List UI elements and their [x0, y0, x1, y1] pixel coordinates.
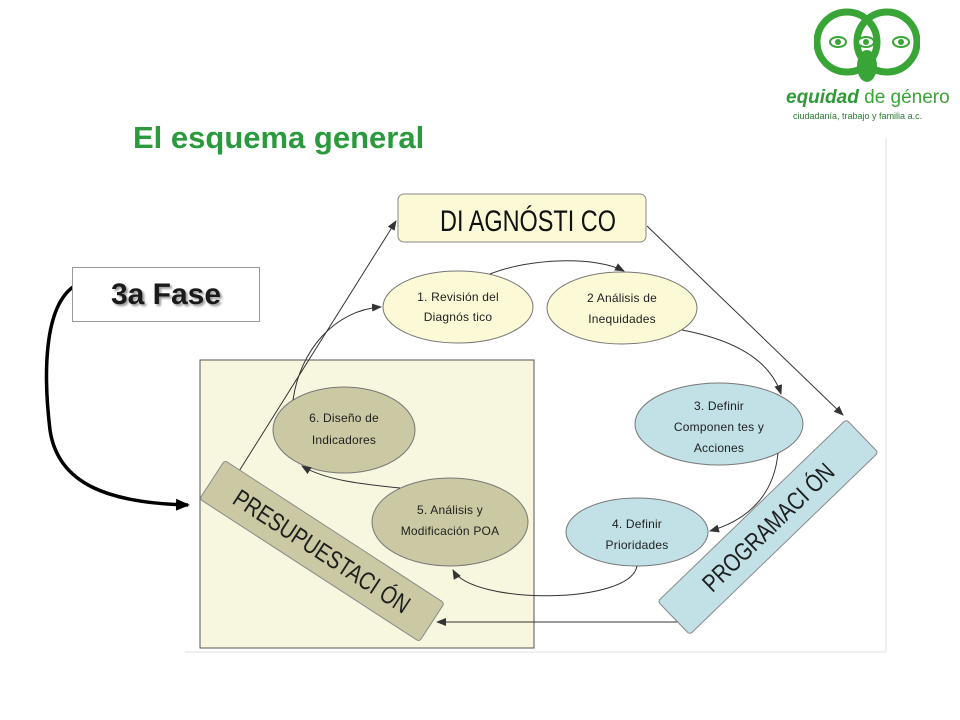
- step-1-revision: 1. Revisión del Diagnós tico: [382, 270, 534, 344]
- arrow-step4-to-step5: [452, 565, 638, 597]
- eye-icon: [892, 36, 910, 48]
- step-2-analysis: 2 Análisis de Inequidades: [546, 271, 698, 345]
- step-5-poa: 5. Análisis y Modificación POA: [371, 477, 529, 567]
- step-3-line-2: Componen tes y: [674, 420, 764, 434]
- step-2-line-1: 2 Análisis de: [587, 291, 657, 305]
- diagnosis-label: DI AGNÓSTI CO: [440, 205, 616, 238]
- arrow-step6-to-step1: [292, 303, 382, 401]
- phase-label-box: 3a Fase: [72, 267, 260, 322]
- phase-label: 3a Fase: [110, 277, 222, 311]
- step-3-components: 3. Definir Componen tes y Acciones: [634, 382, 804, 466]
- step-4-priorities: 4. Definir Prioridades: [565, 497, 709, 567]
- programming-band-label: PROGRAMACI ÓN: [696, 457, 840, 597]
- logo-tagline: ciudadanía, trabajo y familia a.c.: [793, 111, 923, 121]
- step-5-line-2: Modificación POA: [401, 524, 500, 538]
- step-3-line-3: Acciones: [694, 441, 744, 455]
- step-6-line-1: 6. Diseño de: [309, 411, 379, 425]
- eye-icon: [829, 36, 847, 48]
- step-5-line-1: 5. Análisis y: [417, 503, 483, 517]
- arrow-step2-to-step3: [681, 329, 783, 395]
- step-3-line-1: 3. Definir: [694, 399, 744, 413]
- step-2-line-2: Inequidades: [588, 312, 656, 326]
- step-1-line-1: 1. Revisión del: [417, 290, 499, 304]
- arrow-step1-to-step2: [489, 260, 625, 275]
- arrow-budget-to-diagnosis: [235, 220, 397, 477]
- slide-title: El esquema general: [133, 120, 425, 155]
- step-4-line-1: 4. Definir: [612, 517, 662, 531]
- step-6-line-2: Indicadores: [312, 433, 376, 447]
- diagnosis-box: DI AGNÓSTI CO: [397, 193, 647, 243]
- step-4-line-2: Prioridades: [606, 538, 669, 552]
- arrow-step3-to-step4: [709, 452, 779, 533]
- logo-name: equidad de género: [786, 88, 950, 107]
- step-6-indicators: 6. Diseño de Indicadores: [272, 386, 416, 474]
- logo-name-rest: de género: [864, 87, 950, 108]
- logo-name-bold: equidad: [786, 87, 859, 108]
- step-1-line-2: Diagnós tico: [424, 310, 493, 324]
- eye-icon: [857, 36, 875, 48]
- phase-pointer-arrow: [44, 283, 190, 511]
- logo-icon: [814, 8, 920, 82]
- arrow-diagnosis-to-programming: [646, 225, 844, 416]
- arrow-step5-to-step6: [301, 465, 401, 489]
